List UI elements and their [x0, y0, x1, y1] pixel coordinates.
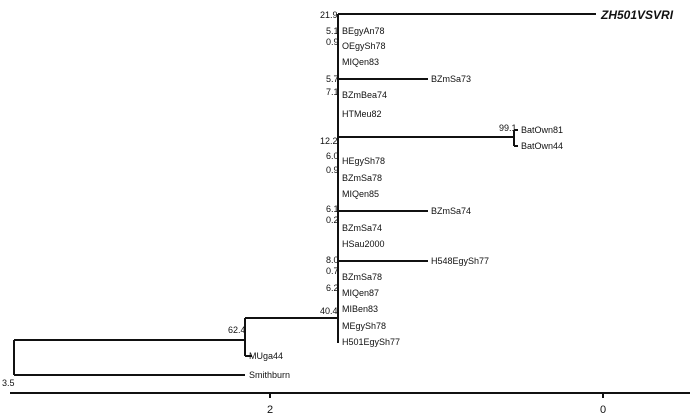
taxon-label: HEgySh78: [342, 156, 385, 166]
taxon-label: BZmSa74: [431, 206, 471, 216]
node-value: 6.1: [326, 204, 339, 214]
taxon-label: MIQen87: [342, 288, 379, 298]
taxon-label: BZmSa78: [342, 173, 382, 183]
taxon-label: H501EgySh77: [342, 337, 400, 347]
taxon-label: BZmSa78: [342, 272, 382, 282]
taxon-label: MIBen83: [342, 304, 378, 314]
taxon-label: H548EgySh77: [431, 256, 489, 266]
taxon-label: Smithburn: [249, 370, 290, 380]
node-value: 62.4: [228, 325, 246, 335]
scale-axis: 2 0: [10, 392, 690, 416]
taxon-label: HSau2000: [342, 239, 385, 249]
taxon-label: HTMeu82: [342, 109, 382, 119]
node-value: 7.1: [326, 87, 339, 97]
node-value: 6.2: [326, 283, 339, 293]
node-value: 0.2: [326, 215, 339, 225]
axis-tick-label: 0: [600, 404, 606, 416]
tree-branches: [13, 13, 596, 376]
taxon-label: MIQen85: [342, 189, 379, 199]
node-value: 8.0: [326, 255, 339, 265]
node-value: 5.7: [326, 74, 339, 84]
taxon-label: BZmBea74: [342, 90, 387, 100]
node-value: 3.5: [2, 378, 15, 388]
taxon-label: BZmSa74: [342, 223, 382, 233]
node-value: 0.7: [326, 266, 339, 276]
taxon-label: MEgySh78: [342, 321, 386, 331]
taxon-labels: ZH501VSVRI BEgyAn78 OEgySh78 MIQen83 BZm…: [249, 8, 674, 380]
node-value: 0.9: [326, 37, 339, 47]
node-value: 21.9: [320, 10, 338, 20]
axis-tick-label: 2: [267, 404, 273, 416]
node-value: 40.4: [320, 306, 338, 316]
taxon-label-hl: ZH501VSVRI: [600, 8, 674, 22]
node-value: 12.2: [320, 136, 338, 146]
taxon-label: OEgySh78: [342, 41, 386, 51]
taxon-label: BEgyAn78: [342, 26, 385, 36]
taxon-label: MUga44: [249, 351, 283, 361]
taxon-label: BatOwn81: [521, 125, 563, 135]
node-value: 5.1: [326, 26, 339, 36]
node-value: 6.0: [326, 151, 339, 161]
node-value: 0.9: [326, 165, 339, 175]
node-values: 21.9 5.1 0.9 5.7 7.1 12.2 6.0 0.9 99.1 6…: [2, 10, 517, 388]
taxon-label: BZmSa73: [431, 74, 471, 84]
taxon-label: MIQen83: [342, 57, 379, 67]
taxon-label: BatOwn44: [521, 141, 563, 151]
node-value: 99.1: [499, 123, 517, 133]
